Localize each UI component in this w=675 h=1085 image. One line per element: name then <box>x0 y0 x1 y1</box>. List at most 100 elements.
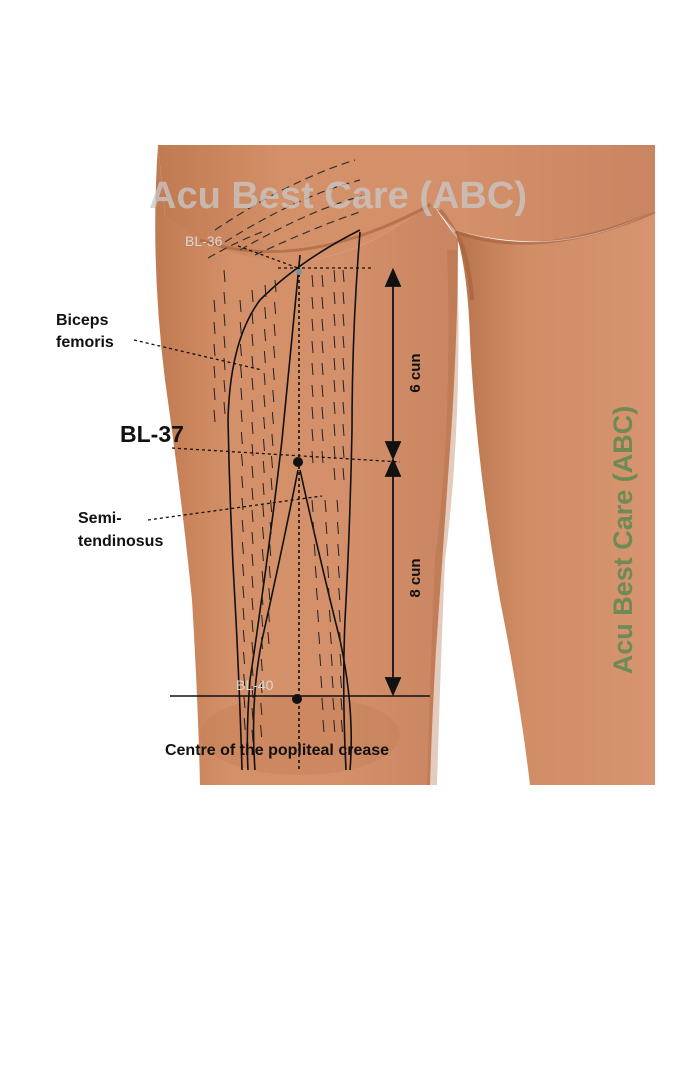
fiber-stroke <box>326 543 329 557</box>
fiber-stroke <box>328 587 331 601</box>
fiber-stroke <box>251 421 254 435</box>
fiber-stroke <box>274 279 277 293</box>
fiber-stroke <box>333 313 336 327</box>
fiber-stroke <box>269 521 272 535</box>
fiber-stroke <box>320 675 323 689</box>
fiber-stroke <box>342 335 345 349</box>
fiber-stroke <box>251 289 254 303</box>
fiber-stroke <box>268 565 271 579</box>
fiber-stroke <box>269 543 272 557</box>
fiber-stroke <box>239 343 242 357</box>
fiber-stroke <box>270 499 273 513</box>
fiber-stroke <box>260 680 263 694</box>
fiber-stroke <box>251 333 254 347</box>
fiber-stroke <box>213 321 216 335</box>
fiber-stroke <box>251 509 254 523</box>
fiber-stroke <box>262 460 265 474</box>
fiber-stroke <box>243 673 246 687</box>
fiber-stroke <box>223 401 226 415</box>
fiber-stroke <box>271 433 274 447</box>
fiber-stroke <box>333 291 336 305</box>
fiber-stroke <box>240 409 243 423</box>
fiber-stroke <box>321 428 324 442</box>
fiber-stroke <box>273 323 276 337</box>
fiber-stroke <box>321 697 324 711</box>
biceps-femoris-outline <box>227 229 361 771</box>
fiber-stroke <box>240 365 243 379</box>
semi-leader <box>147 495 323 521</box>
fiber-stroke <box>260 702 263 716</box>
semi-label-line1: Semi- <box>78 510 122 527</box>
fiber-stroke <box>339 631 342 645</box>
fiber-stroke <box>311 406 314 420</box>
fiber-stroke <box>241 475 244 489</box>
fiber-stroke <box>333 719 336 733</box>
fiber-stroke <box>342 313 345 327</box>
fiber-stroke <box>342 445 345 459</box>
fiber-stroke <box>340 675 343 689</box>
fiber-stroke <box>240 431 243 445</box>
fiber-stroke <box>241 497 244 511</box>
fiber-stroke <box>333 423 336 437</box>
fiber-stroke <box>262 504 265 518</box>
fiber-stroke <box>223 379 226 393</box>
fiber-stroke <box>251 663 254 677</box>
fiber-stroke <box>239 299 242 313</box>
fiber-stroke <box>261 614 264 628</box>
fiber-stroke <box>331 675 334 689</box>
fiber-stroke <box>267 631 270 645</box>
fiber-stroke <box>271 411 274 425</box>
fiber-stroke <box>312 521 315 535</box>
fiber-stroke <box>342 467 345 481</box>
legs-illustration <box>155 145 656 786</box>
muscle-outlines <box>227 229 361 771</box>
fiber-stroke <box>333 335 336 349</box>
fiber-stroke <box>322 719 325 733</box>
fiber-stroke <box>321 296 324 310</box>
fiber-stroke <box>333 445 336 459</box>
fiber-stroke <box>251 377 254 391</box>
fiber-stroke <box>263 350 266 364</box>
fiber-stroke <box>342 357 345 371</box>
watermark-top: Acu Best Care (ABC) <box>149 175 527 217</box>
fiber-stroke <box>318 631 321 645</box>
upper-measurement-label: 6 cun <box>407 353 424 392</box>
biceps-leader <box>133 339 263 371</box>
buttock-hatching <box>207 159 363 259</box>
fiber-stroke <box>333 379 336 393</box>
fiber-stroke <box>342 269 345 283</box>
fiber-stroke <box>274 301 277 315</box>
fiber-stroke <box>342 423 345 437</box>
left-thigh <box>155 145 458 785</box>
fiber-stroke <box>272 389 275 403</box>
fiber-stroke <box>342 401 345 415</box>
bl40-label: BL-40 <box>236 677 274 693</box>
fiber-stroke <box>263 416 266 430</box>
fiber-stroke <box>223 269 226 283</box>
fiber-stroke <box>223 313 226 327</box>
fiber-stroke <box>243 651 246 665</box>
fiber-stroke <box>239 321 242 335</box>
fiber-stroke <box>327 565 330 579</box>
fiber-stroke <box>273 345 276 359</box>
buttocks <box>158 145 655 263</box>
fiber-stroke <box>260 658 263 672</box>
fiber-stroke <box>260 636 263 650</box>
fiber-stroke <box>338 587 341 601</box>
muscle-fibers <box>213 269 345 743</box>
fiber-stroke <box>213 365 216 379</box>
fiber-stroke <box>314 565 317 579</box>
fiber-stroke <box>311 274 314 288</box>
bl40-point <box>292 694 302 704</box>
fiber-stroke <box>321 384 324 398</box>
watermark-side: Acu Best Care (ABC) <box>608 406 638 675</box>
fiber-stroke <box>325 521 328 535</box>
semi-label-line2: tendinosus <box>78 533 163 550</box>
fiber-stroke <box>339 653 342 667</box>
fiber-stroke <box>251 553 254 567</box>
fiber-stroke <box>251 311 254 325</box>
fiber-stroke <box>311 362 314 376</box>
fiber-stroke <box>337 543 340 557</box>
fiber-stroke <box>260 724 263 738</box>
